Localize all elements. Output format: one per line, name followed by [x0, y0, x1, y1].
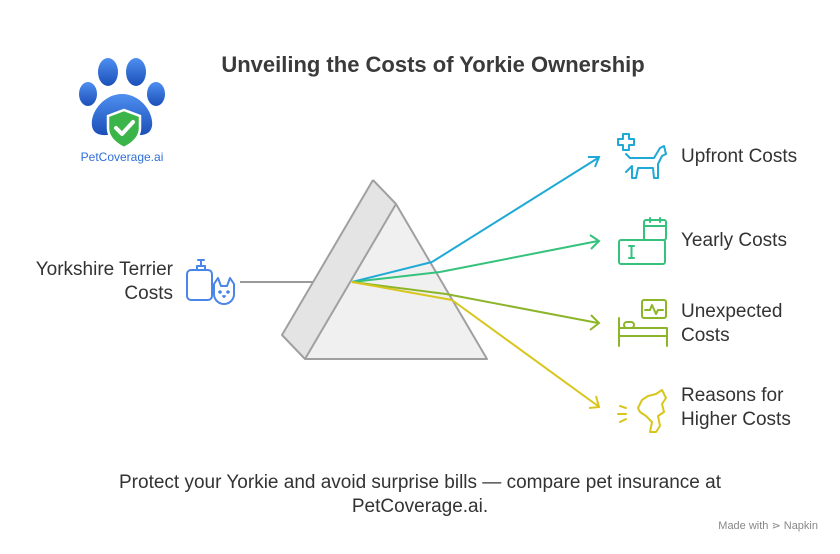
paw-shield-logo-icon [79, 58, 165, 150]
output-label-yearly-line1: Yearly Costs [681, 230, 787, 251]
output-label-reasons-line1: Reasons for [681, 385, 784, 406]
prism-face [282, 180, 487, 359]
source-label-line1: Yorkshire Terrier [35, 259, 173, 280]
calendar-money-icon [618, 217, 667, 265]
hospital-bed-icon [618, 299, 668, 347]
output-label-yearly: Yearly Costs [681, 229, 787, 253]
prism-outline [281, 179, 488, 360]
beam-yearly [439, 240, 599, 273]
brand-name: PetCoverage.ai [80, 150, 164, 164]
output-label-unexpected: Unexpected Costs [681, 300, 782, 348]
shampoo-cat-icon [186, 259, 235, 305]
footer-line2: PetCoverage.ai. [351, 496, 489, 517]
beam-inner-reasons [351, 281, 453, 301]
output-label-reasons: Reasons for Higher Costs [681, 384, 791, 432]
page-title: Unveiling the Costs of Yorkie Ownership [221, 52, 645, 77]
source-label: Yorkshire Terrier Costs [36, 258, 173, 306]
beam-unexpected [445, 293, 599, 324]
footer-line1: Protect your Yorkie and avoid surprise b… [119, 472, 721, 493]
output-label-reasons-line2: Higher Costs [681, 409, 791, 430]
arrow-unexpected [589, 314, 601, 331]
footer-cta: Protect your Yorkie and avoid surprise b… [60, 471, 780, 519]
barking-dog-icon [617, 389, 667, 433]
output-label-upfront: Upfront Costs [681, 145, 797, 169]
arrow-reasons [588, 395, 601, 409]
beam-upfront [431, 157, 599, 263]
source-label-line2: Costs [124, 283, 173, 304]
output-label-unexpected-line1: Unexpected [681, 301, 783, 322]
output-label-unexpected-line2: Costs [681, 325, 730, 346]
prism-edge [304, 203, 397, 360]
arrow-yearly [589, 234, 601, 250]
beam-inner-yearly [351, 271, 441, 283]
beam-reasons [451, 299, 599, 407]
made-with-napkin: Made with ⋗ Napkin [718, 520, 818, 532]
medical-dog-icon [617, 133, 667, 179]
prism-back [282, 180, 396, 359]
output-label-upfront-line1: Upfront Costs [681, 146, 798, 167]
arrow-upfront [588, 156, 601, 168]
beam-inner-upfront [351, 261, 433, 283]
